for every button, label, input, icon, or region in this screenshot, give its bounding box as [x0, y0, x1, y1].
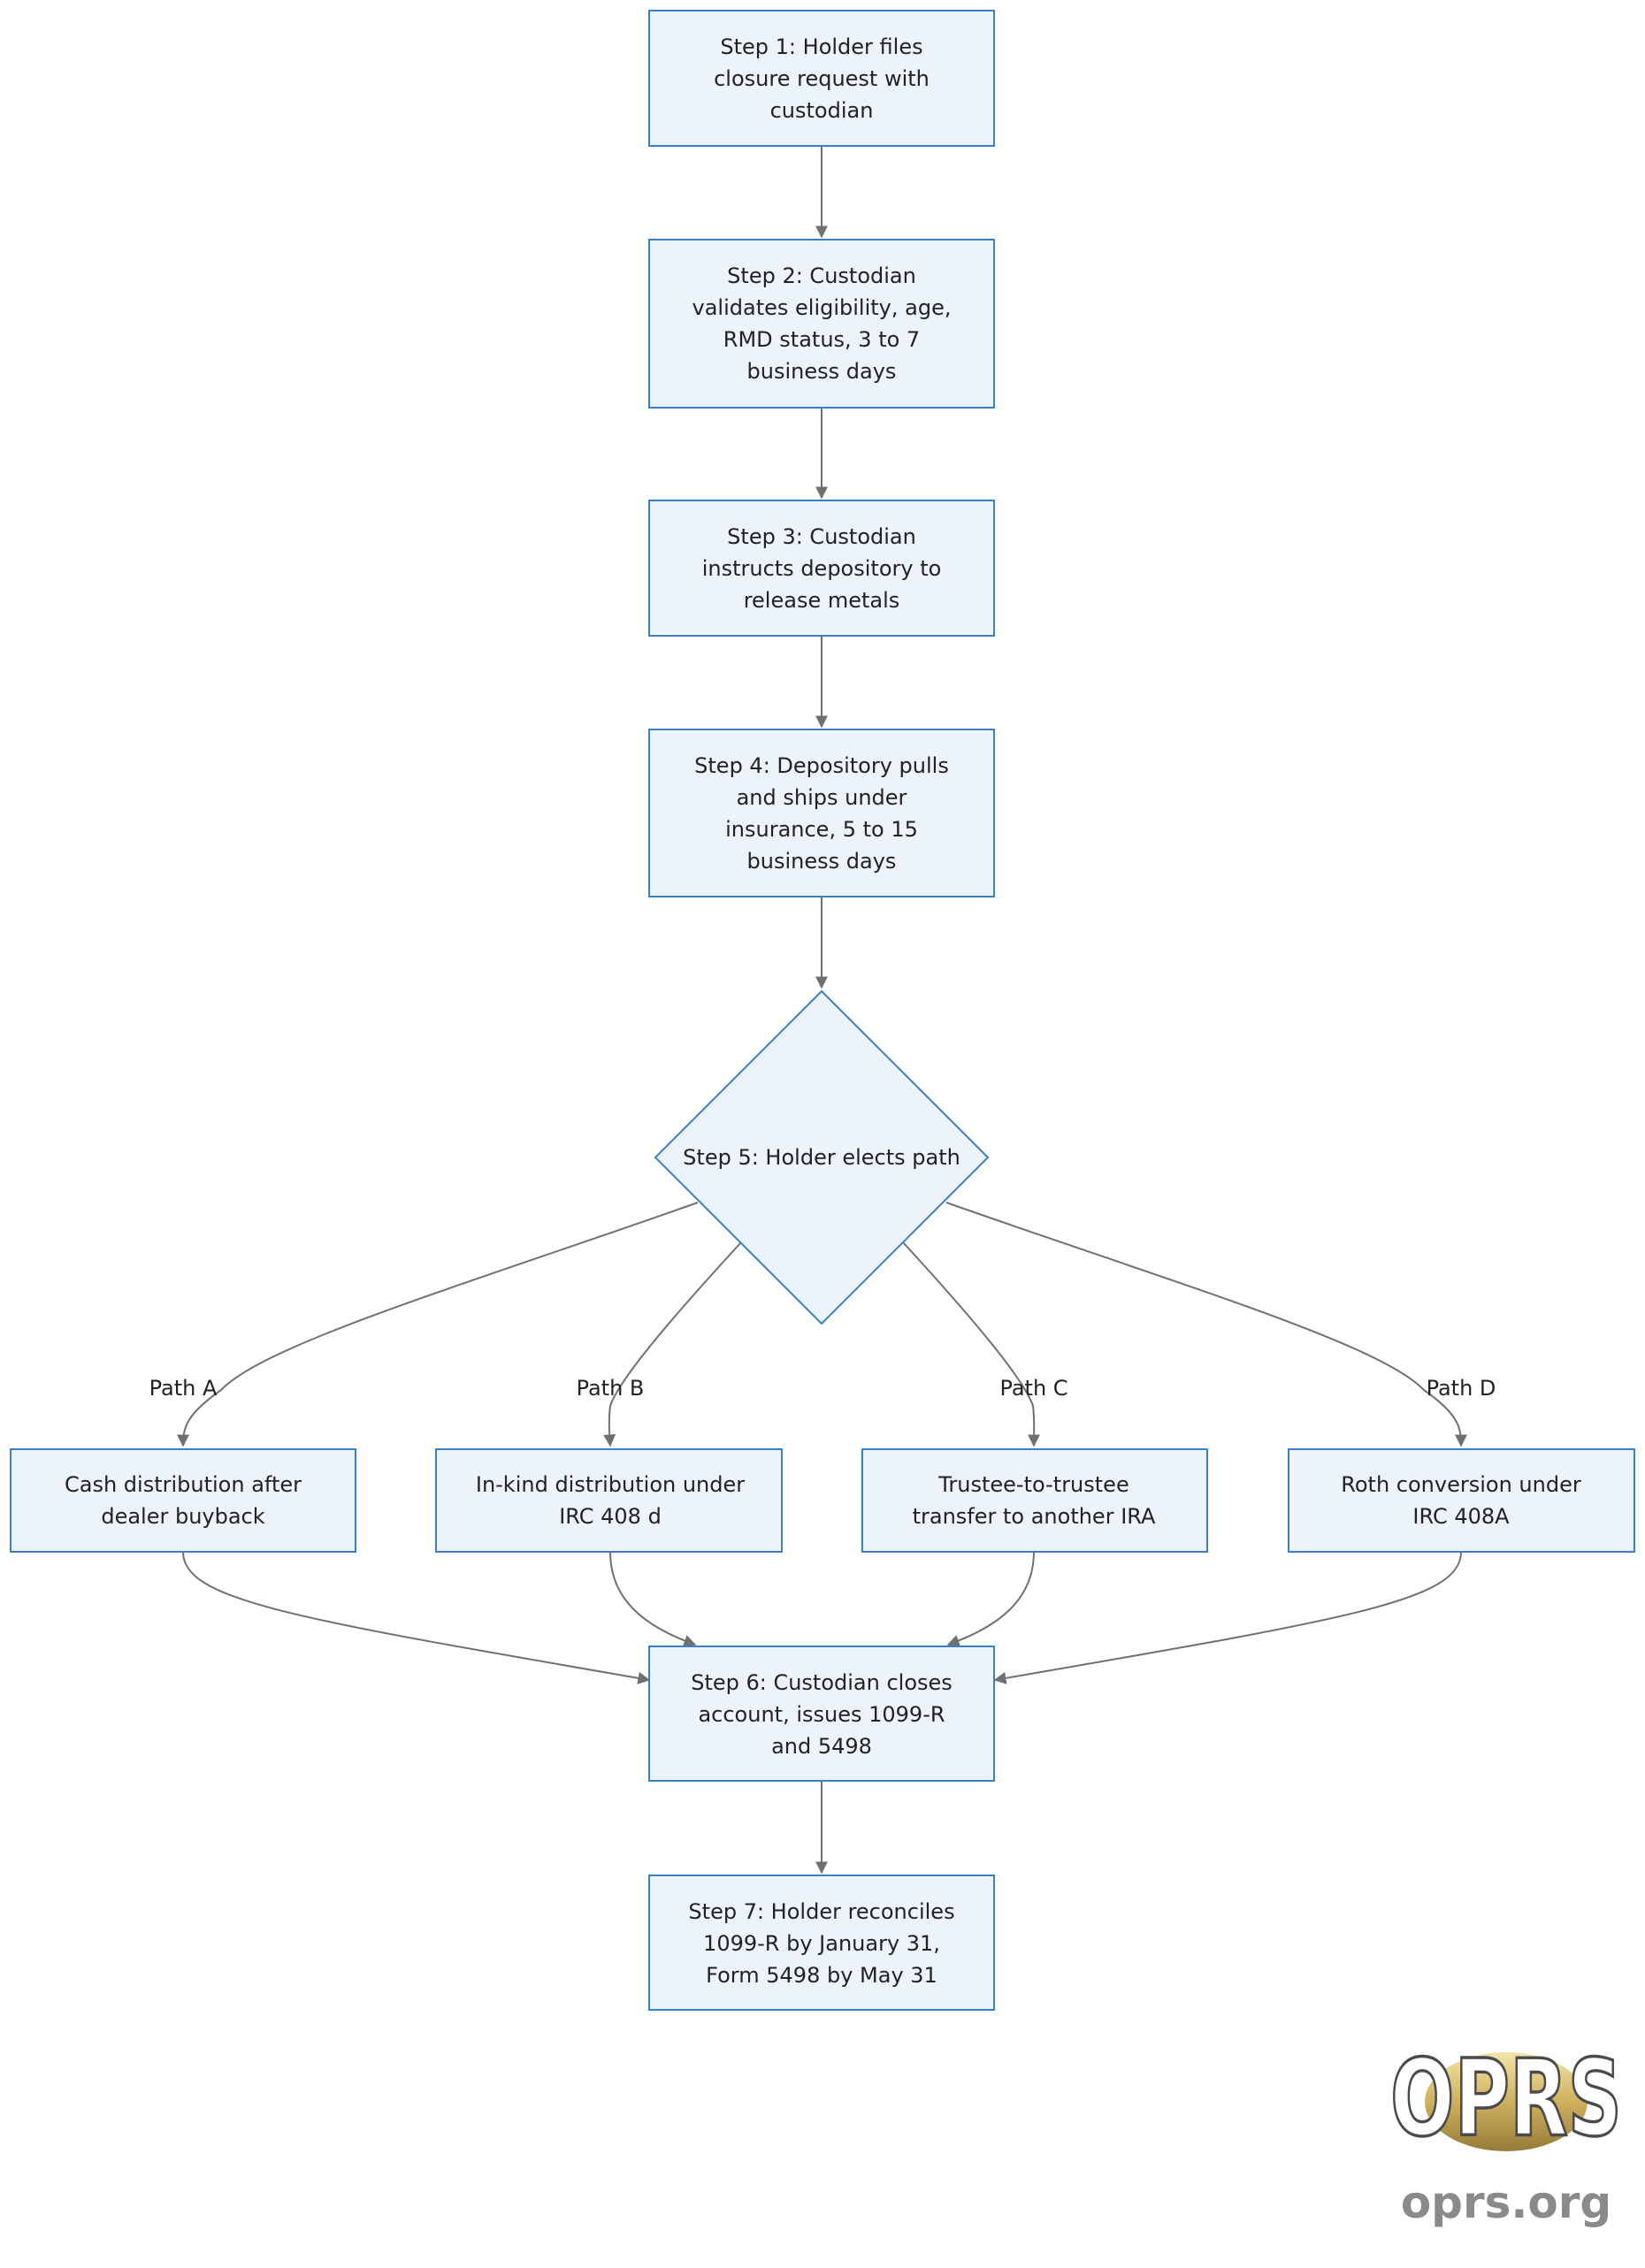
node-step6-label: Step 6: Custodian closes account, issues … — [691, 1670, 953, 1759]
node-path-d-label-line-1: Roth conversion under — [1341, 1472, 1581, 1497]
node-step7-label-line-2: 1099-R by January 31, — [703, 1931, 940, 1956]
node-path-a-label-line-2: dealer buyback — [101, 1504, 264, 1529]
node-step2-label-line-4: business days — [747, 359, 897, 384]
node-step2: Step 2: Custodian validates eligibility, … — [648, 239, 995, 409]
node-path-a-label-line-1: Cash distribution after — [65, 1472, 302, 1497]
node-step4-label: Step 4: Depository pulls and ships under i… — [694, 753, 949, 874]
node-step6-label-line-1: Step 6: Custodian closes — [691, 1670, 953, 1695]
node-path-a-label: Cash distribution after dealer buyback — [65, 1472, 302, 1529]
node-step1-label: Step 1: Holder files closure request with… — [714, 34, 930, 123]
node-step1-box — [648, 10, 995, 147]
edge-labels: Path A Path B Path C Path D — [149, 1376, 1496, 1401]
edge-pathA-step6 — [182, 1551, 651, 1684]
node-step1-label-line-3: custodian — [770, 98, 874, 123]
node-step5-diamond — [654, 989, 990, 1325]
node-step6-label-line-3: and 5498 — [771, 1734, 872, 1759]
edges — [177, 147, 1467, 1875]
node-step1-label-line-1: Step 1: Holder files — [720, 34, 922, 59]
node-step7-label: Step 7: Holder reconciles 1099-R by Janua… — [688, 1899, 954, 1988]
node-step1: Step 1: Holder files closure request with… — [648, 10, 995, 147]
node-step2-label-line-1: Step 2: Custodian — [727, 263, 916, 288]
node-path-d-label-line-2: IRC 408A — [1412, 1504, 1510, 1529]
node-path-c: Trustee-to-trustee transfer to another IR… — [861, 1448, 1208, 1553]
node-path-d-box — [1288, 1448, 1635, 1553]
node-step4: Step 4: Depository pulls and ships under i… — [648, 729, 995, 897]
node-path-b-box — [435, 1448, 783, 1553]
node-step2-label: Step 2: Custodian validates eligibility, … — [692, 263, 952, 384]
node-step7-label-line-1: Step 7: Holder reconciles — [688, 1899, 954, 1924]
node-step4-box — [648, 729, 995, 897]
edge-step5-pathC — [902, 1241, 1041, 1447]
node-step4-label-line-2: and ships under — [737, 785, 907, 810]
node-step7-box — [648, 1875, 995, 2011]
node-path-c-label-line-2: transfer to another IRA — [913, 1504, 1156, 1529]
edge-label-path-b: Path B — [577, 1376, 645, 1401]
node-step5-label-line-1: Step 5: Holder elects path — [683, 1145, 960, 1170]
node-path-a-box — [10, 1448, 356, 1553]
node-step7: Step 7: Holder reconciles 1099-R by Janua… — [648, 1875, 995, 2011]
node-path-b-label-line-1: In-kind distribution under — [476, 1472, 745, 1497]
edge-step5-pathA — [177, 1202, 699, 1447]
logo-gold-badge — [1425, 2052, 1588, 2151]
node-step3-box — [648, 500, 995, 637]
logo-text: OPRS — [1390, 2038, 1622, 2160]
site-url: oprs.org — [1401, 2177, 1611, 2228]
node-step2-label-line-2: validates eligibility, age, — [692, 295, 952, 320]
node-path-c-box — [861, 1448, 1208, 1553]
node-path-a: Cash distribution after dealer buyback — [10, 1448, 356, 1553]
node-step6-label-line-2: account, issues 1099-R — [698, 1702, 945, 1727]
edge-label-path-a: Path A — [149, 1376, 218, 1401]
node-step5-label: Step 5: Holder elects path — [683, 1145, 960, 1170]
edge-pathC-step6 — [946, 1551, 1035, 1647]
edge-label-path-d: Path D — [1427, 1376, 1496, 1401]
node-step2-box — [648, 239, 995, 409]
edge-step5-pathB — [603, 1241, 742, 1447]
oprs-logo: OPRS oprs.org — [1389, 2037, 1624, 2228]
node-path-b-label-line-2: IRC 408 d — [559, 1504, 662, 1529]
node-step1-label-line-2: closure request with — [714, 66, 930, 91]
node-step3-label-line-3: release metals — [744, 588, 900, 613]
node-step2-label-line-3: RMD status, 3 to 7 — [723, 327, 920, 352]
edge-pathB-step6 — [609, 1551, 697, 1647]
node-step5-decision: Step 5: Holder elects path — [654, 989, 990, 1325]
node-step7-label-line-3: Form 5498 by May 31 — [706, 1963, 937, 1988]
node-step3-label-line-2: instructs depository to — [702, 556, 942, 581]
node-step6-box — [648, 1646, 995, 1782]
edge-step5-pathD — [945, 1202, 1467, 1447]
node-path-c-label: Trustee-to-trustee transfer to another IR… — [913, 1472, 1156, 1529]
node-step6: Step 6: Custodian closes account, issues … — [648, 1646, 995, 1782]
node-step4-label-line-3: insurance, 5 to 15 — [725, 817, 918, 842]
edge-label-path-c: Path C — [999, 1376, 1067, 1401]
node-step3-label-line-1: Step 3: Custodian — [727, 524, 916, 549]
node-step4-label-line-1: Step 4: Depository pulls — [694, 753, 949, 778]
node-step3: Step 3: Custodian instructs depository to… — [648, 500, 995, 637]
node-step3-label: Step 3: Custodian instructs depository to… — [702, 524, 942, 613]
edge-pathD-step6 — [993, 1551, 1462, 1684]
node-step4-label-line-4: business days — [747, 849, 897, 874]
node-path-c-label-line-1: Trustee-to-trustee — [937, 1472, 1129, 1497]
